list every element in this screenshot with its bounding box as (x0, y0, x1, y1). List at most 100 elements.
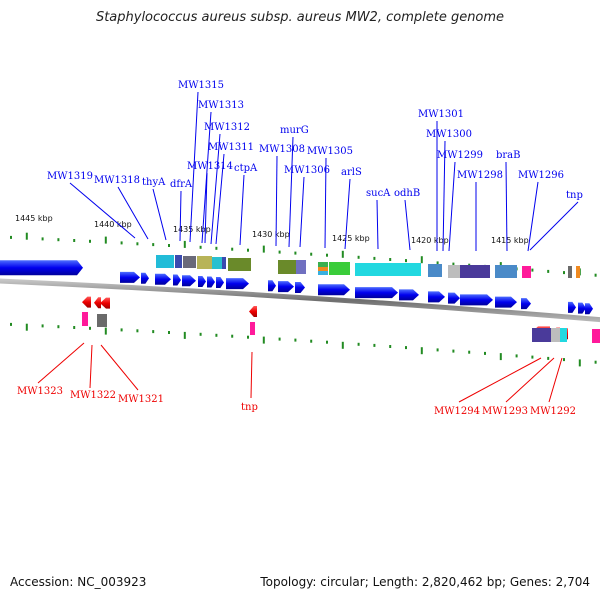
forward-gene-arrow (173, 274, 181, 286)
scale-tick (515, 354, 518, 358)
feature-block (532, 328, 551, 342)
gene-label: MW1293 (482, 406, 528, 417)
feature-block (212, 257, 222, 269)
scale-tick (231, 247, 234, 251)
scale-tick (278, 250, 281, 254)
leader-line (505, 357, 555, 403)
leader-line (239, 174, 245, 246)
scale-tick (104, 327, 107, 335)
gene-label: MW1296 (518, 170, 564, 181)
scale-tick (294, 251, 297, 255)
forward-gene-arrow (141, 272, 149, 284)
forward-gene-arrow (216, 277, 224, 289)
scale-tick (420, 347, 423, 355)
scale-tick (420, 256, 423, 264)
scale-tick (231, 334, 234, 338)
gene-label: thyA (142, 177, 166, 188)
scale-tick (104, 236, 107, 244)
scale-tick (326, 253, 328, 257)
feature-block (592, 329, 600, 343)
scale-tick (436, 348, 439, 352)
forward-gene-arrow (568, 301, 576, 313)
scale-tick (278, 337, 281, 341)
scale-label: 1420 kbp (411, 236, 449, 245)
scale-label: 1430 kbp (252, 230, 290, 239)
leader-line (210, 133, 221, 245)
feature-block (576, 266, 580, 278)
forward-feature-blocks (156, 255, 580, 278)
scale-tick (152, 330, 155, 334)
gene-label: MW1292 (530, 406, 576, 417)
forward-gene-arrow (578, 302, 586, 314)
scale-tick (357, 342, 360, 346)
gene-label: tnp (241, 402, 258, 413)
scale-tick (341, 341, 344, 349)
leader-line (529, 201, 579, 251)
scale-tick (136, 242, 139, 246)
leader-line (69, 182, 136, 239)
feature-block (551, 328, 560, 342)
scale-tick (294, 338, 297, 342)
scale-tick (405, 259, 407, 263)
scale-tick (262, 336, 265, 344)
gene-label: murG (280, 125, 309, 136)
gene-label: MW1319 (47, 171, 93, 182)
scale-tick (247, 248, 249, 252)
scale-tick (183, 331, 186, 339)
scale-tick (341, 250, 344, 258)
feature-block (222, 257, 226, 269)
gene-label: MW1321 (118, 394, 164, 405)
forward-gene-arrow (585, 303, 593, 315)
leader-line (215, 153, 225, 245)
gene-label: MW1314 (187, 161, 233, 172)
forward-gene-arrow (120, 271, 140, 283)
forward-gene-arrow (495, 296, 517, 308)
gene-label: MW1315 (178, 80, 224, 91)
leader-line (548, 357, 563, 403)
scale-tick (468, 350, 471, 354)
gene-label: odhB (394, 188, 420, 199)
leader-line (275, 155, 278, 247)
scale-tick (594, 273, 597, 277)
gene-label: dfrA (170, 179, 193, 190)
leader-line (100, 344, 139, 391)
scale-tick (547, 269, 550, 273)
feature-block (278, 260, 296, 274)
feature-block (175, 255, 182, 268)
feature-block (156, 255, 174, 268)
scale-label: 1440 kbp (94, 220, 132, 229)
scale-label: 1425 kbp (332, 234, 370, 243)
feature-block (428, 264, 442, 277)
gene-label: arlS (341, 167, 362, 178)
forward-gene-arrow (295, 282, 305, 293)
gene-label: MW1323 (17, 386, 63, 397)
scale-tick (262, 245, 265, 253)
feature-block (522, 266, 531, 278)
reverse-gene-arrow (249, 306, 257, 318)
gene-label: sucA (366, 188, 391, 199)
scale-tick (357, 255, 360, 259)
scale-label: 1445 kbp (15, 214, 53, 223)
scale-tick (10, 322, 12, 326)
scale-tick (168, 244, 170, 247)
scale-ticks-reverse (10, 322, 597, 367)
scale-tick (531, 355, 534, 359)
scale-tick (547, 356, 550, 360)
scale-tick (89, 239, 91, 243)
forward-gene-arrow (318, 284, 350, 296)
reverse-gene-arrow (82, 296, 91, 308)
leader-line (117, 186, 149, 240)
gene-label: MW1300 (426, 129, 472, 140)
leader-line (152, 188, 167, 241)
feature-block (296, 260, 306, 274)
forward-gene-arrow (207, 276, 215, 288)
scale-tick (389, 345, 392, 348)
gene-label: MW1306 (284, 165, 330, 176)
gene-label: MW1313 (198, 100, 244, 111)
forward-gene-arrow (198, 275, 206, 287)
scale-tick (436, 261, 439, 265)
scale-tick (152, 243, 155, 247)
scale-tick (120, 241, 123, 245)
forward-strand-genes (0, 260, 593, 315)
